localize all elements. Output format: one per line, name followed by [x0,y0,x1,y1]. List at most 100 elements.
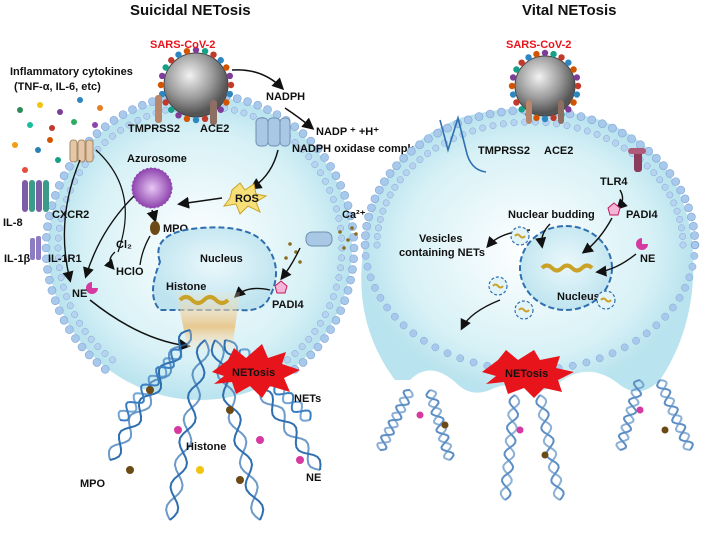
membrane-bead [650,169,658,177]
membrane-bead [117,126,125,134]
membrane-bead [576,112,586,121]
membrane-bead [336,306,345,315]
cytokine-dot [47,137,53,143]
membrane-bead [666,191,674,199]
membrane-bead [416,156,424,164]
virus-spike [192,116,200,124]
membrane-bead [582,358,591,367]
membrane-bead [92,129,102,138]
nets-protein [441,421,449,429]
membrane-bead [298,145,306,153]
left-title: Suicidal NETosis [130,2,251,19]
virus-spike [518,106,525,113]
membrane-bead [118,110,128,119]
membrane-bead [681,283,689,292]
membrane-bead [253,100,262,110]
calcium-ion [342,246,346,250]
azurosome [131,167,173,209]
membrane-bead [162,106,170,114]
membrane-bead [50,296,60,305]
padi4-icon-right [607,202,621,216]
cytokine-receptor-arrow [95,149,126,253]
membrane-bead [636,140,645,149]
netosis-burst-right [482,350,574,398]
nadph-label: NADPH [266,91,305,103]
ros-to-azurosome-arrow [177,196,223,209]
membrane-bead [320,153,329,162]
membrane-bead [45,275,54,285]
mpo-icon [150,221,160,235]
membrane-bead [321,177,329,185]
membrane-bead [125,121,133,129]
virus-spike [162,64,169,71]
membrane-bead [463,115,473,125]
calcium-ion [298,260,302,264]
hclo-label: HClO [116,266,144,278]
membrane-bead [326,325,335,334]
membrane-bead [329,293,337,301]
nets-protein [516,426,524,434]
membrane-bead [367,203,376,213]
membrane-bead [364,212,373,222]
membrane-bead [55,181,64,190]
virus-spike [573,74,581,81]
membrane-bead [59,171,69,181]
right-virus [508,49,582,123]
membrane-bead [109,356,117,364]
membrane-bead [617,128,627,138]
membrane-bead [675,293,684,302]
cl2-to-hclo-arrow [103,251,116,270]
virus-spike [162,99,169,106]
ne-icon [86,282,98,294]
virus-spike [574,82,582,90]
membrane-bead [331,315,341,325]
membrane-bead [230,106,238,114]
membrane-bead [290,122,300,131]
membrane-bead [632,336,640,345]
membrane-bead [396,176,404,184]
membrane-bead [684,203,693,213]
membrane-bead [676,185,686,195]
membrane-bead [348,265,357,274]
cytokine-receptor [69,139,94,163]
membrane-bead [87,335,95,343]
membrane-bead [143,112,151,120]
virus-to-nadph-arrow [231,69,285,91]
membrane-bead [390,312,399,321]
histone-label-bottom: Histone [186,441,226,453]
virus-spike [223,99,230,106]
histone-label-left: Histone [166,281,206,293]
virus-spike [183,47,191,55]
nuclear-budding-label: Nuclear budding [508,209,595,221]
membrane-bead [346,211,355,221]
membrane-bead [311,161,319,168]
histone-dna-coil [178,295,230,305]
virus-spike [570,66,577,73]
membrane-bead [690,252,699,260]
vesicle-dna [600,297,612,303]
padi4-icon-left [274,280,288,294]
membrane-bead [379,207,387,215]
dna-strand [659,379,691,451]
membrane-bead [47,286,57,295]
membrane-bead [386,191,394,199]
nadph-oxidase-complex [255,117,291,147]
membrane-bead [620,343,629,352]
membrane-bead [361,252,370,260]
left-panel: Suicidal NETosis SARS-CoV-2 TMPRSS2 ACE2… [3,2,424,521]
membrane-bead [77,342,87,352]
membrane-bead [402,169,410,177]
membrane-bead [659,161,668,170]
membrane-bead [329,195,337,203]
membrane-bead [415,140,424,149]
membrane-bead [128,105,137,114]
nets-protein [416,411,424,419]
padi4-to-nucleus-arrow [581,217,613,254]
virus-spike [226,72,234,80]
dna-strand [427,389,453,461]
membrane-bead [338,234,346,242]
cl2-label: Cl₂ [116,239,132,251]
membrane-bead [679,241,687,249]
tmprss2-label-right: TMPRSS2 [478,145,530,157]
